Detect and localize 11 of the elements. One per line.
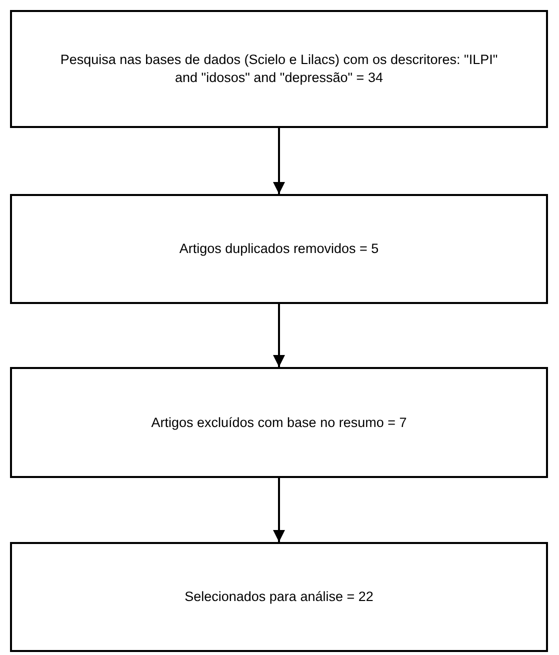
box-text: Artigos duplicados removidos = 5 [178,240,380,258]
process-box [10,10,548,128]
process-box [10,542,548,652]
box-text: Artigos excluídos com base no resumo = 7 [150,414,408,432]
process-box [10,367,548,478]
arrow [273,128,285,194]
box-text: Pesquisa nas bases de dados (Scielo e Lilacs) com os descritores: "ILPI" and "idosos" and "depressão" = 34 [59,51,499,87]
arrow [273,304,285,367]
process-box [10,194,548,304]
arrow [273,478,285,542]
box-text: Selecionados para análise = 22 [184,588,374,606]
